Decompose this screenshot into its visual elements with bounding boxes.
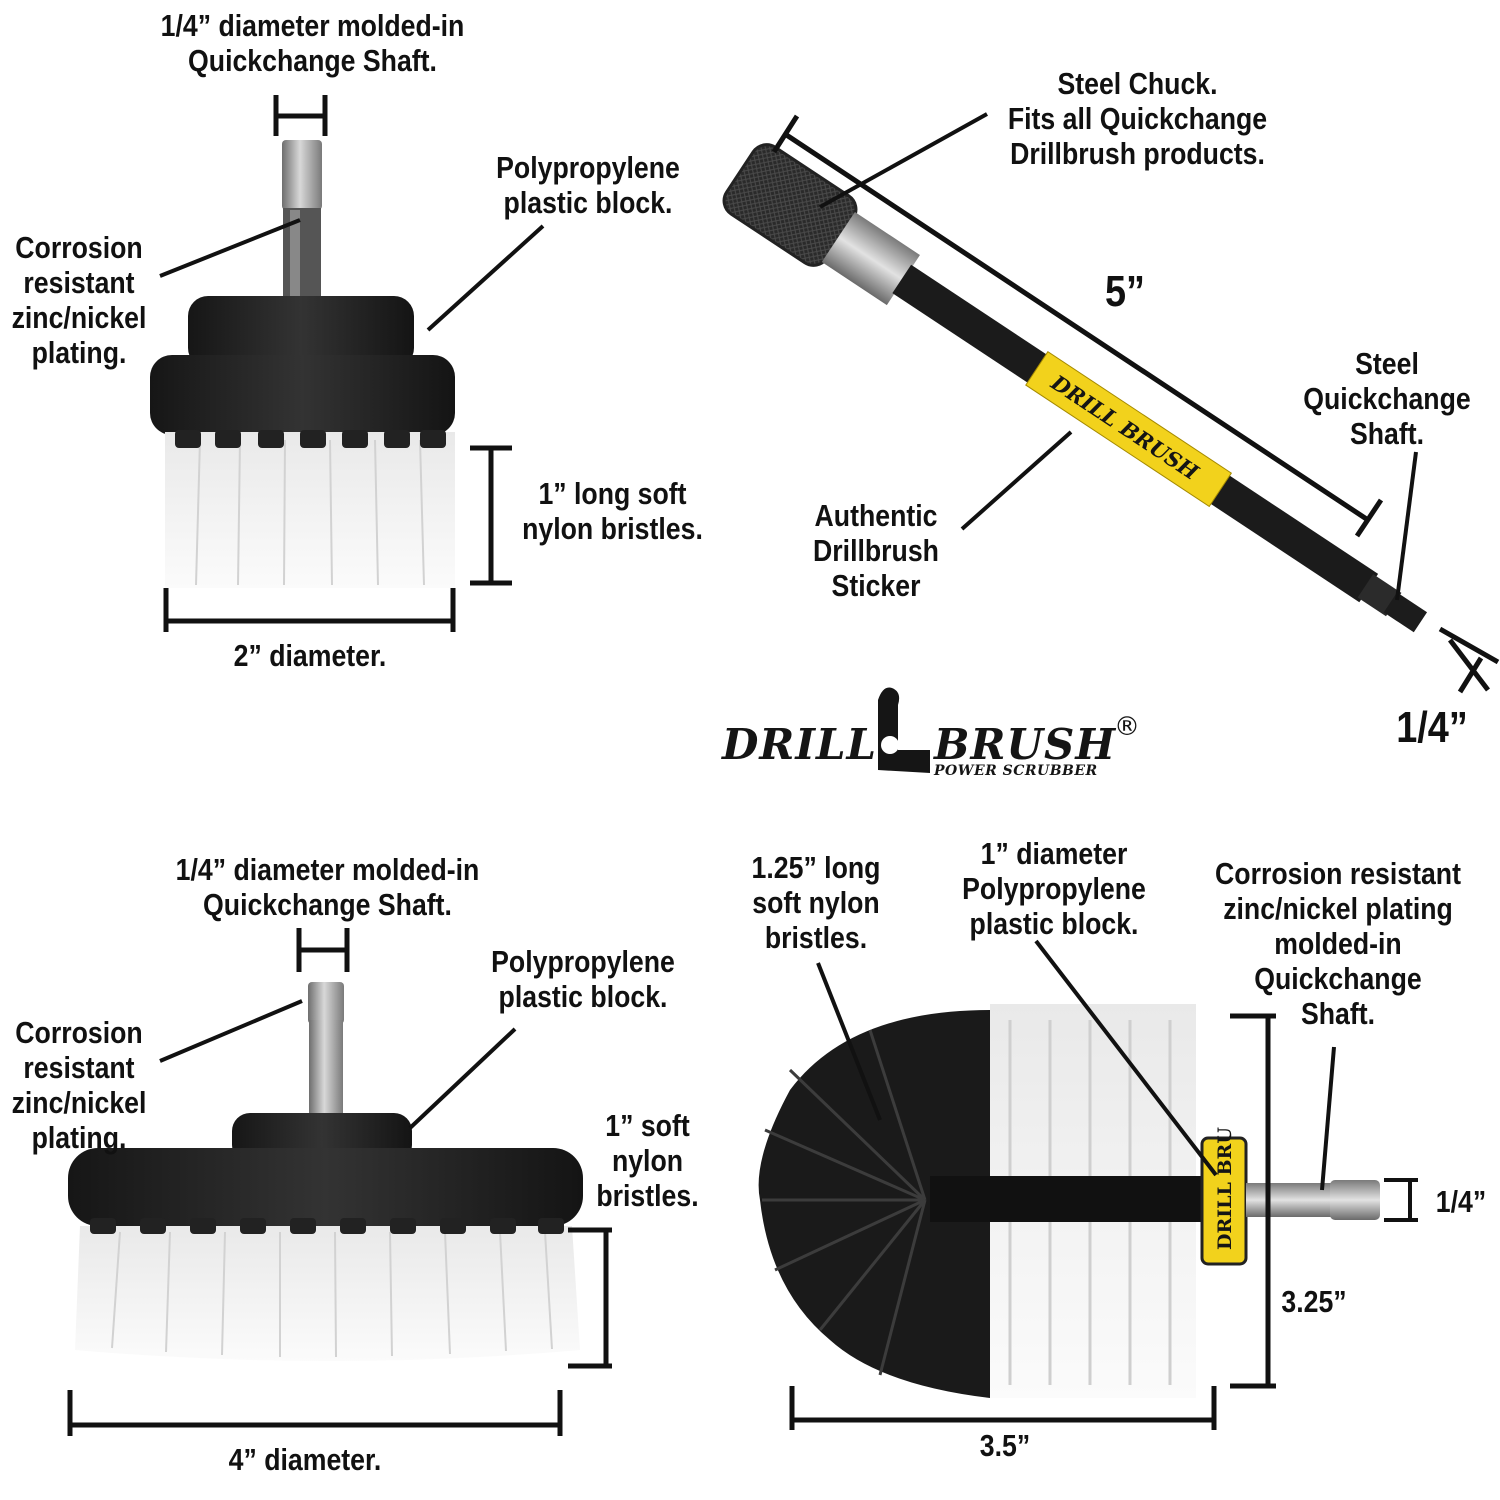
plastic-block-hub — [188, 296, 414, 368]
quickchange-shaft-tip — [1330, 1180, 1380, 1220]
four-inch-brush — [68, 982, 583, 1361]
drillbrush-logo-icon — [878, 687, 930, 773]
plastic-block — [68, 1148, 583, 1226]
collar-text: DRILL BRU — [1214, 1127, 1236, 1250]
logo-word-brush: BRUSH — [934, 720, 1117, 769]
cone-shaft-size-label: 1/4” — [1435, 1184, 1487, 1219]
plastic-block-core — [930, 1176, 1208, 1222]
white-nylon-bristles — [165, 432, 455, 588]
two-inch-plating-label: Corrosion resistant zinc/nickel plating. — [11, 230, 147, 370]
extension-sticker-label: Authentic Drillbrush Sticker — [813, 498, 939, 603]
cone-bristle-label: 1.25” long soft nylon bristles. — [751, 850, 881, 955]
four-inch-bristle-label: 1” soft nylon bristles. — [596, 1108, 699, 1213]
four-inch-diameter-label: 4” diameter. — [228, 1442, 382, 1477]
chuck-sleeve — [821, 211, 920, 306]
four-inch-block-label: Polypropylene plastic block. — [491, 944, 675, 1014]
four-inch-shaft-label: 1/4” diameter molded-in Quickchange Shaf… — [175, 852, 480, 922]
white-nylon-bristles — [75, 1226, 580, 1361]
two-inch-dimension-lines — [159, 95, 545, 632]
extension-chuck-label: Steel Chuck. Fits all Quickchange Drillb… — [1007, 66, 1268, 171]
cone-brush: DRILL BRU — [758, 1004, 1380, 1398]
extension-length-label: 5” — [1105, 267, 1145, 316]
quickchange-shaft-tip — [282, 140, 322, 210]
two-inch-diameter-label: 2” diameter. — [233, 638, 387, 673]
extension-shaft: DRILL BRUSH — [722, 143, 1428, 633]
black-nylon-bristles — [758, 1010, 990, 1398]
registered-mark: ® — [1114, 712, 1140, 742]
two-inch-bristle-label: 1” long soft nylon bristles. — [522, 476, 703, 546]
four-inch-dimension-lines — [67, 928, 612, 1436]
logo-tagline: POWER SCRUBBER — [934, 763, 1098, 779]
cone-dimension-lines — [789, 939, 1418, 1430]
drillbrush-sticker — [1025, 351, 1233, 508]
hex-shaft — [309, 1020, 343, 1120]
two-inch-brush — [150, 140, 455, 588]
two-inch-block-label: Polypropylene plastic block. — [496, 150, 680, 220]
sticker-text: DRILL BRUSH — [1046, 369, 1204, 485]
extension-tip-label: 1/4” — [1396, 703, 1468, 752]
cone-plating-label: Corrosion resistant zinc/nickel plating … — [1215, 856, 1461, 1031]
plastic-block — [150, 355, 455, 435]
extension-dimension-lines — [771, 112, 1500, 694]
four-inch-plating-label: Corrosion resistant zinc/nickel plating. — [11, 1015, 147, 1155]
quickchange-tip — [1383, 592, 1428, 633]
logo-word-drill: DRILL — [722, 720, 878, 769]
two-inch-shaft-label: 1/4” diameter molded-in Quickchange Shaf… — [160, 8, 465, 78]
quickchange-shaft-tip — [308, 982, 344, 1024]
drillbrush-logo: DRILL BRUSH POWER SCRUBBER ® — [722, 690, 1162, 780]
extension-shaft-label: Steel Quickchange Shaft. — [1303, 346, 1471, 451]
cone-block-label: 1” diameter Polypropylene plastic block. — [962, 836, 1146, 941]
cone-height-label: 3.25” — [1281, 1284, 1347, 1319]
cone-width-label: 3.5” — [979, 1428, 1031, 1463]
hex-shaft — [1246, 1183, 1334, 1217]
